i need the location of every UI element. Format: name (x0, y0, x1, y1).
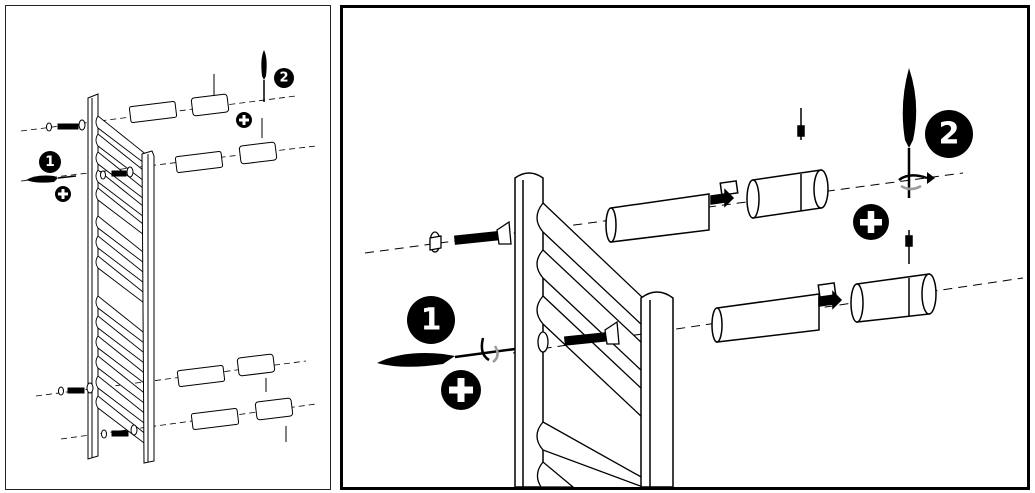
wall-plugs-left (46, 119, 138, 439)
wall-plug-lower (537, 320, 620, 353)
detail-drawing: 1 2 (364, 68, 1024, 487)
plus-circle-icon (55, 186, 71, 202)
detail-panel: 1 2 (340, 5, 1030, 490)
step-number: 2 (939, 117, 960, 152)
step-number: 1 (421, 303, 442, 338)
wall-plug-upper (429, 220, 512, 253)
screwdriver-icon (898, 68, 935, 198)
screwdriver-icon (26, 175, 77, 183)
step-number: 2 (279, 71, 288, 86)
set-screw (905, 230, 913, 264)
overview-drawing: 1 2 (20, 50, 317, 464)
plus-circle-icon (853, 204, 889, 240)
radiator-rail-left (87, 93, 99, 460)
screwdriver-icon (377, 337, 516, 367)
bracket-upper (605, 169, 829, 243)
screwdriver-icon (261, 50, 267, 102)
step-number: 1 (45, 154, 55, 170)
radiator-rail-right (640, 291, 674, 487)
radiator-bars (95, 115, 149, 447)
step-badge-1: 1 (407, 296, 455, 344)
overview-panel: 1 2 (5, 5, 331, 490)
radiator-bars (536, 202, 644, 487)
radiator-rail-right (141, 150, 155, 464)
wall-brackets (128, 93, 294, 431)
step-badge-2: 2 (925, 110, 973, 158)
bracket-lower (711, 273, 937, 343)
set-screws (213, 74, 287, 442)
step-badge-1: 1 (39, 151, 61, 173)
plus-circle-icon (441, 370, 481, 410)
set-screw (797, 108, 805, 140)
plus-circle-icon (236, 112, 252, 128)
step-badge-2: 2 (274, 68, 294, 88)
